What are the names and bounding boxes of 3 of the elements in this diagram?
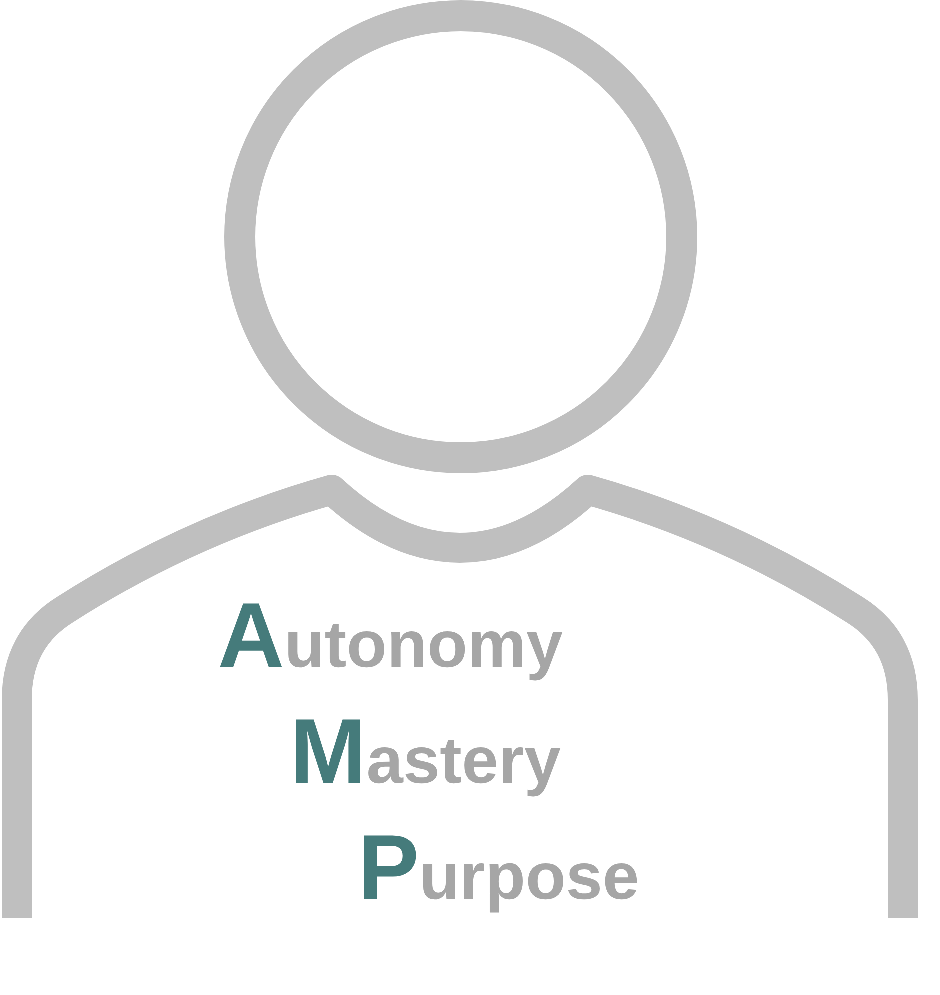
- value-word: Purpose: [358, 822, 640, 914]
- value-word: Mastery: [290, 706, 562, 798]
- value-word: Autonomy: [218, 590, 564, 682]
